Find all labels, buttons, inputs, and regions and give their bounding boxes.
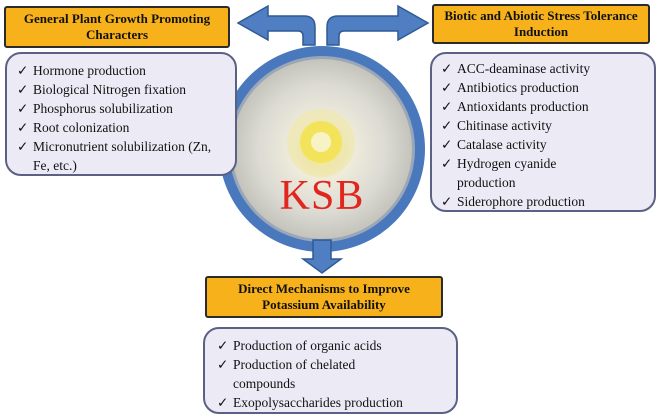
check-icon: ✓ [17, 63, 29, 78]
list-item: ✓Antioxidants production [441, 99, 589, 114]
list-item: ✓Micronutrient solubilization (Zn, Fe, e… [17, 139, 212, 173]
bottom-panel: ✓Production of organic acids ✓Production… [203, 327, 458, 414]
left-header: General Plant Growth Promoting Character… [4, 6, 230, 48]
check-icon: ✓ [217, 357, 229, 372]
check-icon: ✓ [441, 80, 453, 95]
list-item: ✓Catalase activity [441, 137, 547, 152]
check-icon: ✓ [217, 338, 229, 353]
check-icon: ✓ [441, 156, 453, 171]
list-item: ✓ACC-deaminase activity [441, 61, 591, 76]
left-panel: ✓Hormone production ✓Biological Nitrogen… [5, 52, 237, 176]
check-icon: ✓ [441, 118, 453, 133]
check-icon: ✓ [441, 194, 453, 209]
bottom-header: Direct Mechanisms to Improve Potassium A… [205, 276, 443, 318]
list-item: ✓Hydrogen cyanide production [441, 156, 557, 190]
list-item: ✓Production of chelated compounds [217, 357, 356, 391]
list-item: ✓Hormone production [17, 63, 146, 78]
list-item: ✓Antibiotics production [441, 80, 579, 95]
bottom-list: ✓Production of organic acids ✓Production… [217, 336, 448, 412]
right-header: Biotic and Abiotic Stress Tolerance Indu… [432, 4, 650, 44]
check-icon: ✓ [17, 101, 29, 116]
ksb-label: KSB [279, 173, 365, 219]
right-panel: ✓ACC-deaminase activity ✓Antibiotics pro… [430, 52, 656, 212]
check-icon: ✓ [17, 120, 29, 135]
list-item: ✓Chitinase activity [441, 118, 552, 133]
list-item: ✓Phosphorus solubilization [17, 101, 173, 116]
right-list: ✓ACC-deaminase activity ✓Antibiotics pro… [441, 59, 648, 211]
list-item: ✓Exopolysaccharides production [217, 395, 403, 410]
check-icon: ✓ [17, 139, 29, 154]
check-icon: ✓ [441, 137, 453, 152]
list-item: ✓Root colonization [17, 120, 130, 135]
left-list: ✓Hormone production ✓Biological Nitrogen… [17, 61, 227, 175]
check-icon: ✓ [17, 82, 29, 97]
check-icon: ✓ [441, 61, 453, 76]
down-arrow [300, 239, 344, 274]
list-item: ✓Biological Nitrogen fixation [17, 82, 186, 97]
split-arrow-left [236, 4, 316, 46]
check-icon: ✓ [441, 99, 453, 114]
check-icon: ✓ [217, 395, 229, 410]
list-item: ✓Production of organic acids [217, 338, 382, 353]
list-item: ✓Siderophore production [441, 194, 585, 209]
split-arrow-right [326, 4, 430, 46]
